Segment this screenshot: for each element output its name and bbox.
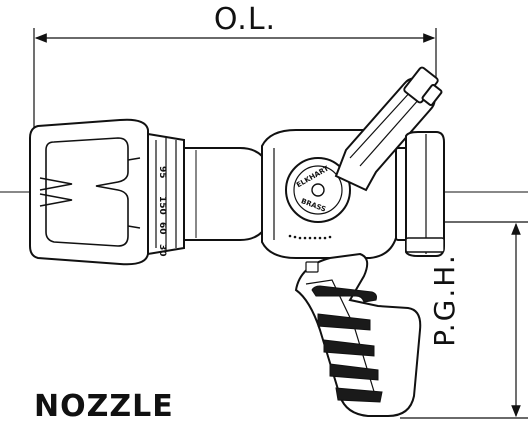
tip-mark-1: 95 [157, 166, 167, 179]
drawing-caption: NOZZLE [34, 389, 174, 424]
bail-handle [334, 66, 443, 192]
detent-dots [288, 234, 332, 240]
tip-mark-3: 60 [157, 222, 167, 235]
pistol-grip-height-label: P.G.H. [428, 253, 461, 347]
tip-mark-4: 30 [157, 244, 167, 257]
pistol-grip [294, 252, 422, 417]
barrel [183, 147, 263, 241]
overall-length-label: O.L. [213, 2, 277, 37]
coupling-swivel [395, 131, 445, 257]
overall-length-dimension [33, 28, 437, 128]
bonnet-plate [285, 157, 351, 223]
nozzle-tip [29, 118, 149, 266]
pistol-grip-height-dimension [400, 221, 528, 419]
gallonage-ring [147, 132, 185, 256]
tip-mark-2: 150 [157, 196, 167, 215]
tip-markings: 95 150 60 30 [157, 166, 167, 257]
